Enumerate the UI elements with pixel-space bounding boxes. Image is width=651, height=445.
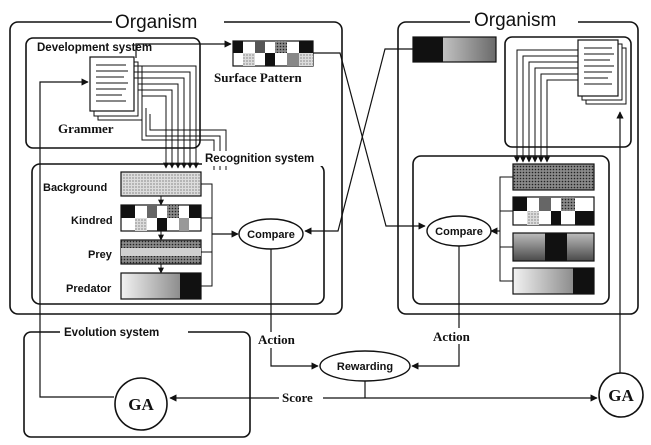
left-compare-label: Compare <box>247 229 295 241</box>
right-surface-to-left-compare <box>305 49 413 231</box>
cross-connection-lines <box>305 49 425 231</box>
row-label-prey: Prey <box>88 249 113 261</box>
surface-pattern-swatch <box>233 41 313 66</box>
right-surface-pattern <box>413 37 496 62</box>
right-prey-pattern <box>513 233 594 261</box>
development-system-label: Development system <box>37 42 152 54</box>
kindred-pattern <box>121 205 201 231</box>
rows-to-compare-lines <box>201 184 238 286</box>
ga-left-label: GA <box>128 395 154 414</box>
right-background-pattern <box>513 164 594 190</box>
rewarding-label: Rewarding <box>337 361 393 373</box>
background-pattern <box>121 172 201 196</box>
right-predator-pattern <box>513 268 594 294</box>
right-action-label: Action <box>433 329 471 344</box>
right-compare-label: Compare <box>435 226 483 238</box>
left-organism: Organism Development system Grammer Surf… <box>10 9 342 314</box>
surface-pattern-label: Surface Pattern <box>214 70 302 85</box>
right-rows-to-compare-lines <box>491 177 513 281</box>
right-organism: Organism <box>398 9 638 314</box>
left-action-label: Action <box>258 332 296 347</box>
score-label: Score <box>282 390 313 405</box>
right-kindred-pattern <box>513 197 594 225</box>
evolution-system-label: Evolution system <box>64 327 159 339</box>
right-organism-title: Organism <box>474 10 556 31</box>
left-action-arrow <box>271 249 318 366</box>
left-organism-title: Organism <box>115 12 197 33</box>
predator-pattern <box>121 273 201 299</box>
prey-pattern <box>121 240 201 264</box>
right-grammar-document-icon <box>578 40 626 104</box>
right-grammar-fanout-lines <box>517 50 578 162</box>
right-action-arrow <box>412 246 459 366</box>
left-surface-to-right-compare <box>313 53 425 226</box>
ga-right-label: GA <box>608 386 634 405</box>
row-label-kindred: Kindred <box>71 215 113 227</box>
row-label-predator: Predator <box>66 283 112 295</box>
grammar-label: Grammer <box>58 121 114 136</box>
row-label-background: Background <box>43 182 107 194</box>
recognition-system-label: Recognition system <box>205 153 314 165</box>
